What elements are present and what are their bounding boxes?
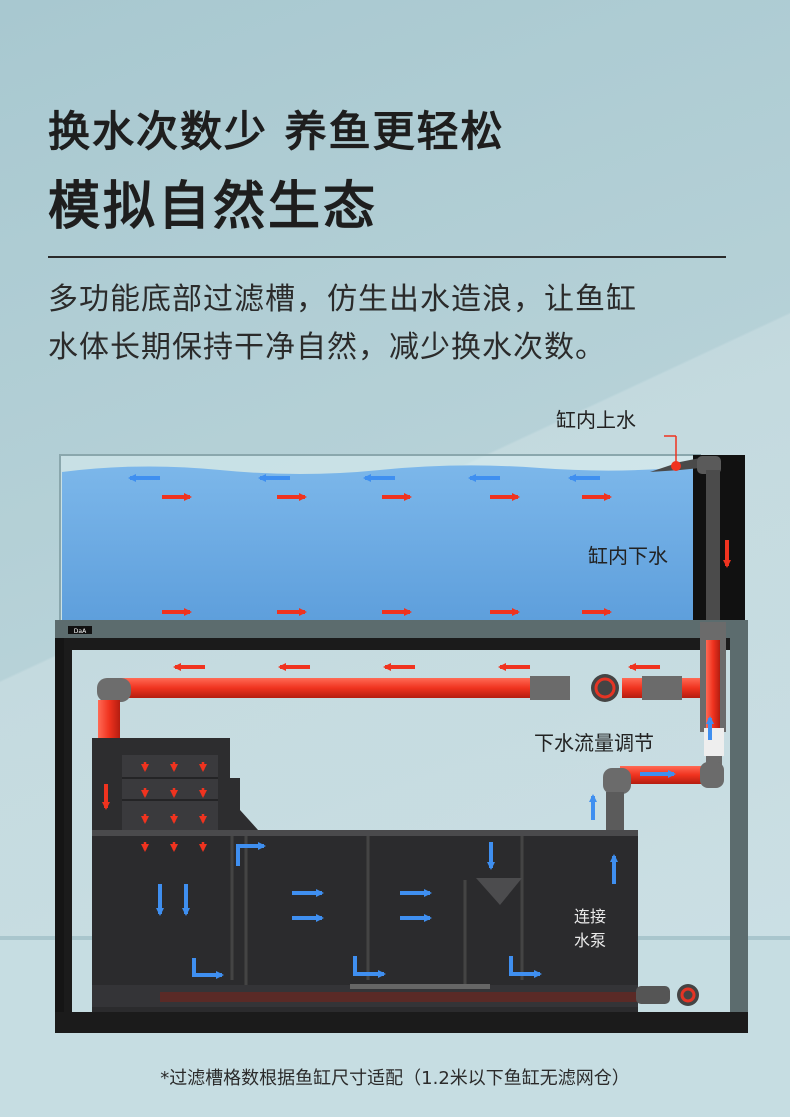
brand-badge: DaA — [74, 628, 87, 635]
return-pipe — [706, 470, 720, 622]
drain-valve — [677, 984, 699, 1006]
cabinet: DaA — [55, 620, 748, 1033]
flow-valve-handle — [594, 677, 616, 699]
label-pump-line2: 水泵 — [573, 931, 606, 950]
bottom-heater — [160, 992, 650, 1002]
inlet-elbow — [697, 456, 721, 474]
filter-sump — [92, 738, 699, 1012]
check-valve — [704, 728, 724, 756]
cabinet-left-inner — [64, 650, 72, 1012]
footnote: *过滤槽格数根据鱼缸尺寸适配（1.2米以下鱼缸无滤网仓） — [160, 1068, 630, 1089]
cabinet-left-side — [55, 638, 64, 1033]
sump-lid — [92, 830, 638, 836]
pump-riser — [606, 792, 624, 832]
description: 多功能底部过滤槽，仿生出水造浪，让鱼缸 水体长期保持干净自然，减少换水次数。 — [48, 276, 748, 372]
union-right — [642, 676, 682, 700]
label-pump-line1: 连接 — [573, 907, 606, 926]
union-left — [530, 676, 570, 700]
divider — [48, 256, 726, 258]
tank-water — [62, 465, 698, 620]
inlet-assembly — [650, 435, 731, 622]
drain-pipe-down — [98, 700, 120, 742]
cabinet-base — [55, 1012, 748, 1033]
vertical-red-pipe — [706, 640, 720, 730]
drain-pipe — [97, 622, 726, 832]
pump-elbow-left — [603, 768, 631, 794]
drain-elbow-left — [97, 678, 131, 702]
drain-valve-handle — [680, 987, 696, 1003]
label-outlet: 缸内下水 — [588, 544, 668, 568]
cabinet-right-side — [730, 638, 748, 1033]
sump-tank — [92, 830, 638, 1012]
fish-tank — [59, 454, 745, 622]
pump-elbow-right — [700, 762, 724, 788]
valve-pipe — [622, 678, 642, 698]
tray-strip — [350, 984, 490, 989]
label-flow-regulation: 下水流量调节 — [534, 731, 654, 755]
protein-skimmer-cone — [476, 878, 522, 905]
description-line2: 水体长期保持干净自然，减少换水次数。 — [48, 330, 606, 365]
label-inlet: 缸内上水 — [556, 408, 636, 432]
tank-flow-arrows — [128, 474, 612, 616]
headline-line1: 换水次数少 养鱼更轻松 — [48, 107, 505, 156]
drain-pipe-horizontal — [112, 678, 532, 698]
headline-line2: 模拟自然生态 — [48, 177, 379, 237]
overflow-spout — [218, 778, 258, 830]
drain-valve-body — [636, 986, 670, 1004]
cabinet-inner-top — [64, 638, 730, 650]
cabinet-top-rail — [55, 620, 748, 638]
description-line1: 多功能底部过滤槽，仿生出水造浪，让鱼缸 — [48, 282, 637, 317]
label-pump: 连接 水泵 — [556, 905, 624, 953]
brand-badge-bg — [68, 626, 92, 634]
sump-flow-arrows — [102, 762, 618, 979]
